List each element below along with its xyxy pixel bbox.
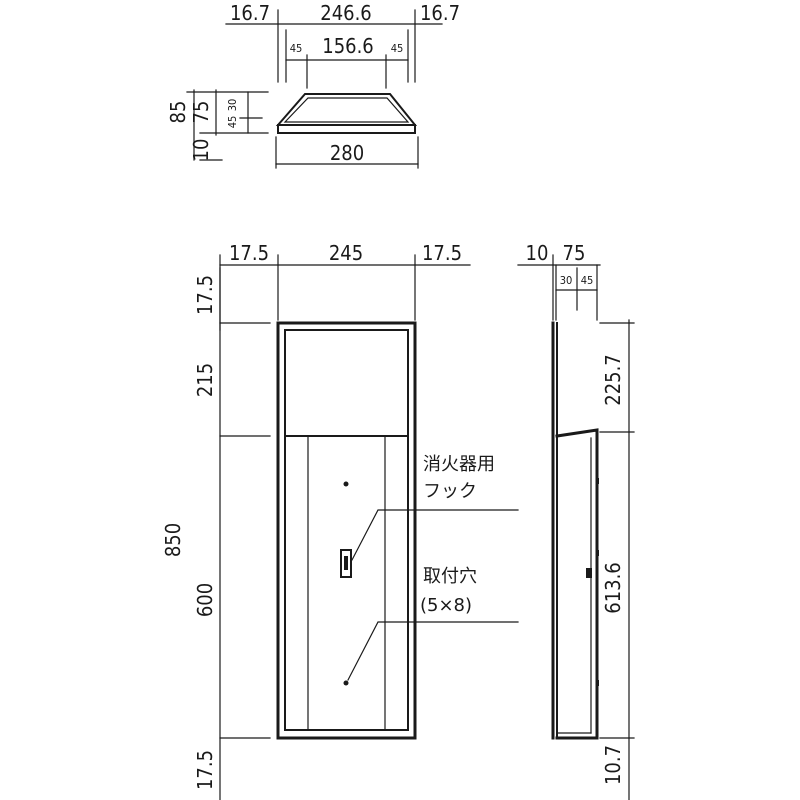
left-dim-75: 75 bbox=[189, 101, 213, 124]
side-dim-10: 10 bbox=[526, 241, 549, 265]
front-dim-2: 245 bbox=[329, 241, 363, 265]
inner-dim-1: 45 bbox=[290, 42, 303, 55]
top-view-width: 280 bbox=[330, 141, 364, 165]
mounting-hole-top bbox=[343, 481, 349, 487]
side-mark-3 bbox=[596, 680, 599, 686]
hook-leader bbox=[351, 509, 519, 561]
top-dim-1: 16.7 bbox=[230, 1, 270, 25]
side-dim-45: 45 bbox=[581, 274, 594, 287]
front-cabinet-inner bbox=[284, 329, 409, 731]
inner-dim-3: 45 bbox=[391, 42, 404, 55]
front-left-dim-600: 600 bbox=[193, 583, 217, 617]
left-dim-10: 10 bbox=[189, 139, 213, 162]
side-dim-613: 613.6 bbox=[601, 562, 625, 614]
mounting-hole-bottom bbox=[343, 680, 349, 686]
top-dim-2: 246.6 bbox=[320, 1, 372, 25]
extinguisher-hook bbox=[340, 549, 352, 578]
side-dim-75: 75 bbox=[563, 241, 586, 265]
side-mark-1 bbox=[596, 478, 599, 484]
left-dim-85: 85 bbox=[166, 101, 190, 124]
top-view: 16.7 246.6 16.7 45 156.6 45 280 85 75 30… bbox=[166, 1, 460, 169]
front-dim-3: 17.5 bbox=[422, 241, 462, 265]
hook-label-line2: フック bbox=[423, 481, 477, 502]
hole-label-line2: (5×8) bbox=[420, 595, 472, 616]
inner-dim-2: 156.6 bbox=[322, 34, 374, 58]
front-dim-1: 17.5 bbox=[229, 241, 269, 265]
side-dim-30: 30 bbox=[560, 274, 573, 287]
front-view: 17.5 245 17.5 17.5 850 17.5 215 600 消火器用… bbox=[161, 241, 519, 800]
extinguisher-hook-slot bbox=[344, 556, 348, 570]
front-left-dim-215: 215 bbox=[193, 363, 217, 397]
left-dim-45: 45 bbox=[226, 116, 239, 129]
top-dim-3: 16.7 bbox=[420, 1, 460, 25]
side-view: 10 75 30 45 225.7 613.6 10.7 bbox=[517, 241, 635, 800]
top-view-body bbox=[275, 93, 418, 126]
front-left-dim-1: 17.5 bbox=[193, 275, 217, 315]
front-left-dim-850: 850 bbox=[161, 523, 185, 557]
front-left-dim-3: 17.5 bbox=[193, 750, 217, 790]
side-box-outline bbox=[555, 428, 599, 740]
front-cabinet-outer bbox=[276, 321, 417, 740]
top-view-flange bbox=[277, 124, 416, 134]
hook-label-line1: 消火器用 bbox=[423, 454, 495, 475]
side-mark-2 bbox=[596, 550, 599, 556]
hole-label-line1: 取付穴 bbox=[423, 566, 477, 587]
hole-leader bbox=[347, 621, 519, 681]
left-dim-30: 30 bbox=[226, 99, 239, 112]
side-dim-10-7: 10.7 bbox=[601, 745, 625, 785]
side-dim-225: 225.7 bbox=[601, 354, 625, 406]
side-hook bbox=[586, 568, 592, 578]
top-view-body-inner bbox=[283, 97, 410, 123]
